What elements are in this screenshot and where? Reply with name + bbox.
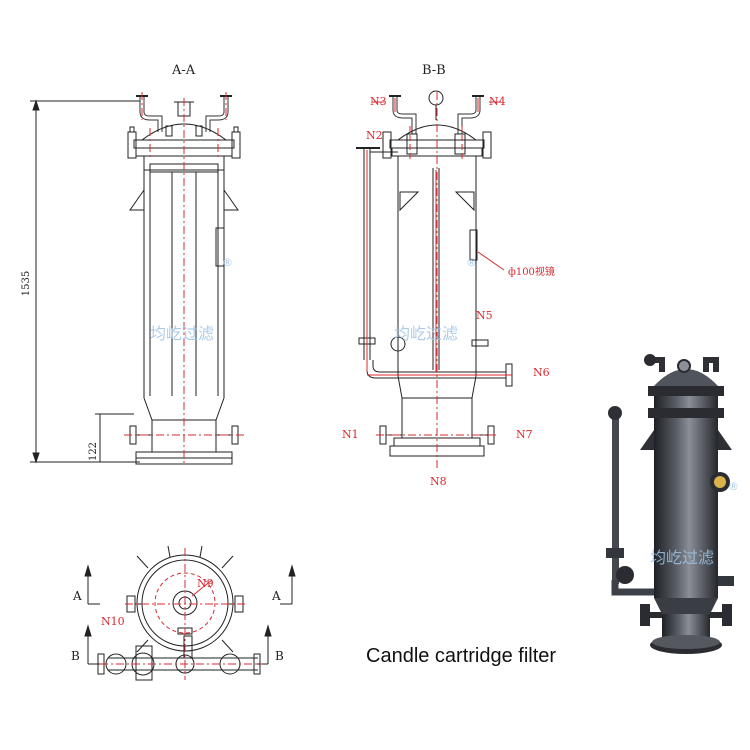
nozzle-label-n7: N7 [516, 428, 533, 441]
watermark-brand: 均屹过滤 [150, 324, 215, 343]
section-label-a-a: A-A [172, 63, 196, 78]
nozzle-label-n10: N10 [101, 615, 125, 628]
view-b-b [356, 90, 513, 457]
nozzle-label-n5: N5 [476, 309, 493, 322]
section-label-b-b: B-B [422, 63, 446, 78]
view-plan [84, 545, 296, 681]
figure-caption: Candle cartridge filter [366, 645, 557, 667]
nozzle-label-n1: N1 [342, 428, 359, 441]
dimension-height: 1535 [21, 270, 33, 297]
dimension-base: 122 [88, 441, 100, 462]
watermark-registered: ® [728, 480, 739, 493]
rendered-vessel [606, 354, 734, 654]
cut-mark-a-left: A [73, 589, 82, 603]
nozzle-label-n6: N6 [533, 366, 550, 379]
watermark-registered: ® [222, 256, 233, 269]
sight-glass-label: ф100视镜 [508, 267, 555, 278]
nozzle-label-n4: N4 [489, 95, 506, 108]
watermark-registered: ® [466, 256, 477, 269]
nozzle-label-n8: N8 [430, 475, 447, 488]
nozzle-label-n3: N3 [370, 95, 387, 108]
nozzle-label-n9: N9 [197, 577, 214, 590]
watermark-brand: 均屹过滤 [394, 324, 459, 343]
nozzle-label-n2: N2 [366, 129, 383, 142]
view-a-a [30, 95, 241, 465]
cut-mark-b-left: B [71, 649, 80, 663]
cut-mark-b-right: B [275, 649, 284, 663]
watermark-brand: 均屹过滤 [650, 548, 715, 567]
cut-mark-a-right: A [272, 589, 281, 603]
